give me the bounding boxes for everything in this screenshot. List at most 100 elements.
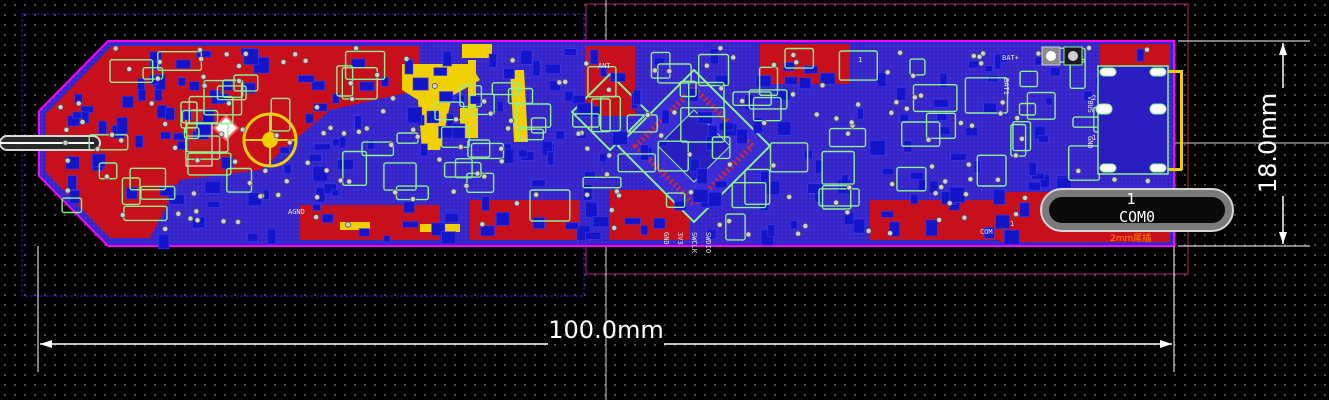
smd-pad	[896, 87, 907, 101]
via	[246, 179, 253, 186]
via	[75, 100, 82, 107]
via	[452, 116, 459, 123]
smd-pad	[585, 231, 602, 240]
via	[1075, 167, 1082, 174]
via	[474, 170, 481, 177]
smd-pad	[633, 89, 641, 105]
via	[833, 199, 840, 206]
via	[969, 122, 976, 129]
via	[845, 130, 852, 137]
via	[980, 50, 987, 57]
smd-pad	[177, 141, 189, 150]
via	[1018, 135, 1025, 142]
smd-pad	[1038, 135, 1049, 143]
smd-pad	[936, 111, 947, 121]
component-outline	[732, 91, 772, 107]
smd-pad	[709, 48, 719, 65]
via	[771, 61, 778, 68]
smd-pad	[910, 172, 925, 180]
via	[193, 208, 200, 215]
smd-pad	[312, 203, 321, 211]
smd-pad	[518, 149, 528, 158]
via	[345, 221, 352, 228]
width-dimension-label: 100.0mm	[548, 316, 663, 344]
silk-gnd: GND	[1086, 136, 1094, 149]
via	[770, 162, 777, 169]
via	[688, 189, 695, 196]
via	[314, 194, 321, 201]
smd-pad	[337, 159, 354, 170]
component-outline	[679, 80, 697, 98]
slot-net-name: COM0	[1119, 208, 1155, 226]
via	[611, 224, 618, 231]
component-outline	[1018, 102, 1037, 116]
smd-pad	[159, 187, 174, 197]
via	[718, 85, 725, 92]
smd-pad	[1031, 172, 1045, 180]
component-outline	[909, 58, 926, 76]
via	[846, 184, 853, 191]
via	[671, 109, 678, 116]
smd-pad	[165, 107, 175, 121]
smd-pad	[576, 102, 594, 117]
smd-pad	[311, 80, 325, 91]
smd-pad	[706, 229, 717, 240]
smd-pad	[939, 72, 948, 88]
via	[194, 157, 201, 164]
via	[57, 104, 64, 111]
smd-pad	[714, 180, 728, 189]
silk-bat1: BAT1	[1002, 78, 1010, 95]
smd-pad	[266, 228, 276, 245]
via	[436, 156, 443, 163]
smd-pad	[1039, 174, 1050, 189]
silk-p2: 2	[1092, 94, 1096, 102]
via	[717, 45, 724, 52]
smd-pad	[367, 139, 375, 150]
silk-agnd: AGND	[288, 208, 305, 216]
smd-pad	[403, 201, 415, 214]
smd-pad	[555, 130, 565, 140]
smd-pad	[134, 135, 144, 148]
smd-pad	[69, 189, 81, 204]
silk-pin-swdio: SWDIO	[704, 232, 712, 253]
via	[313, 104, 320, 111]
smd-pad	[138, 89, 147, 102]
via	[220, 218, 227, 225]
component-outline	[617, 153, 656, 173]
via	[533, 191, 540, 198]
smd-pad	[760, 170, 769, 186]
com0-slot[interactable]: 1 COM0	[1040, 188, 1234, 232]
via	[257, 193, 264, 200]
component-outline	[470, 142, 505, 160]
smd-pad	[654, 57, 666, 66]
via	[802, 222, 809, 229]
via	[450, 188, 457, 195]
component-outline	[226, 167, 253, 193]
smd-pad	[549, 80, 561, 91]
via	[855, 101, 862, 108]
via	[703, 62, 710, 69]
via	[201, 82, 208, 89]
tail-connector-note: 2mm尾插	[1110, 232, 1151, 244]
via	[194, 217, 201, 224]
via	[739, 98, 746, 105]
via	[889, 181, 896, 188]
via	[232, 158, 239, 165]
via	[187, 215, 194, 222]
via	[431, 82, 438, 89]
via	[813, 111, 820, 118]
component-outline	[731, 181, 767, 209]
via	[730, 54, 737, 61]
smd-pad	[767, 224, 775, 238]
smd-pad	[426, 110, 439, 124]
smd-pad	[468, 96, 482, 105]
swd-pin-labels: GND 3V3 SWCLK SWDIO	[662, 232, 712, 254]
via	[1035, 50, 1042, 57]
smd-pad	[624, 217, 641, 225]
via	[929, 163, 936, 170]
via	[1012, 152, 1019, 159]
via	[884, 69, 891, 76]
smd-pad	[590, 49, 599, 65]
via	[994, 176, 1001, 183]
